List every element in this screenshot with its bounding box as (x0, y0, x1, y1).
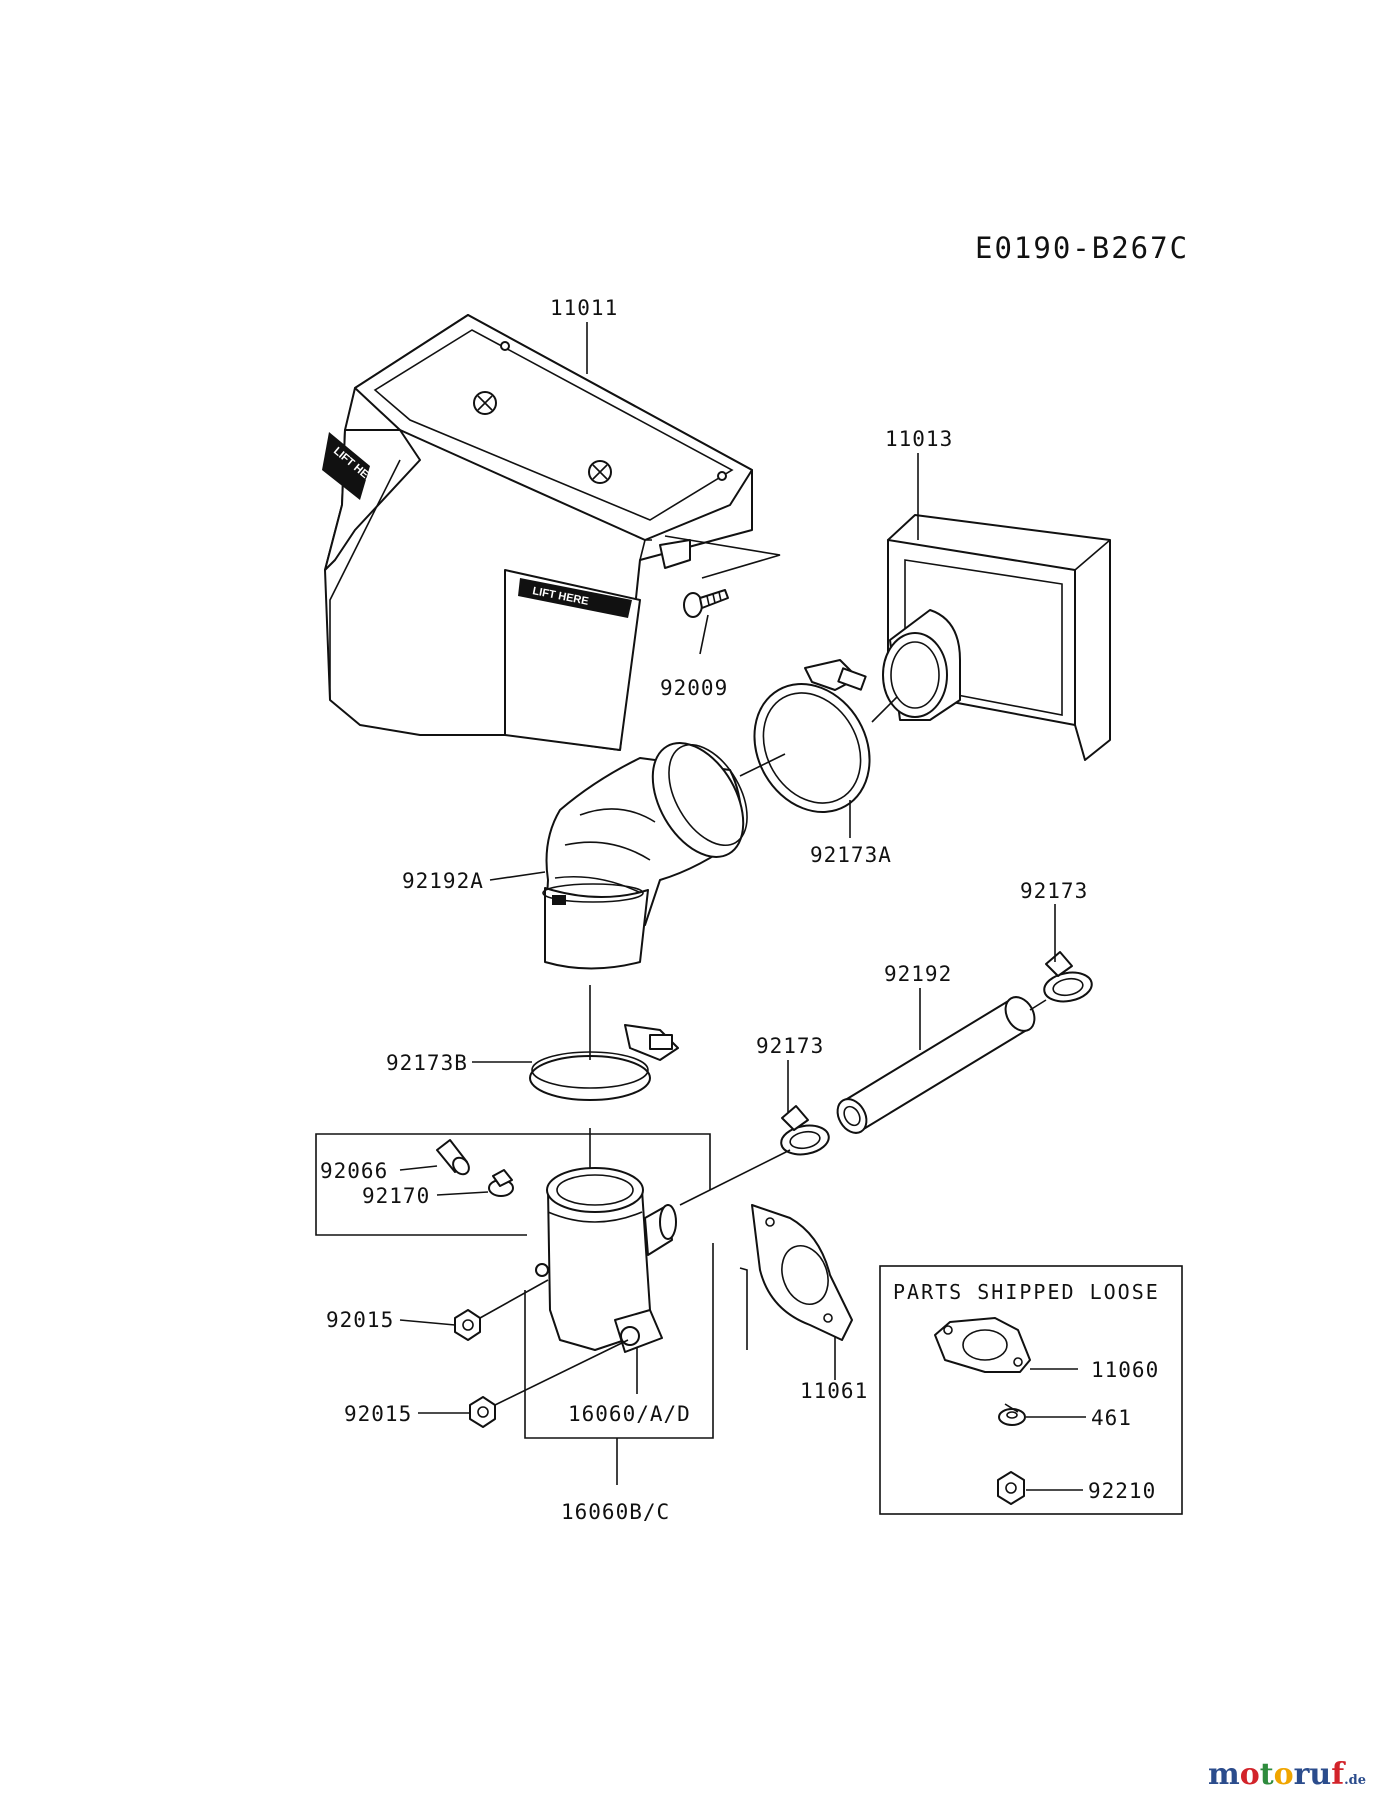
part-labels: 11011 11013 92009 92173A 92192A 92173 92… (320, 296, 1088, 1524)
gasket-11060 (934, 1317, 1031, 1373)
diagram-code: E0190-B267C (975, 231, 1189, 265)
label-92015-a: 92015 (326, 1308, 394, 1332)
label-461: 461 (1091, 1406, 1132, 1430)
label-92170: 92170 (362, 1184, 430, 1208)
label-16060AD: 16060/A/D (568, 1402, 691, 1426)
label-16060BC: 16060B/C (561, 1500, 670, 1524)
label-92173B: 92173B (386, 1051, 468, 1075)
label-11013: 11013 (885, 427, 953, 451)
label-11060: 11060 (1091, 1358, 1159, 1382)
label-92173-mid: 92173 (756, 1034, 824, 1058)
label-92173-top: 92173 (1020, 879, 1088, 903)
hose-clamp-92173A (753, 659, 871, 813)
air-filter-element-11013 (882, 514, 1111, 761)
wm-letter-o1: o (1239, 1757, 1260, 1792)
label-11061: 11061 (800, 1379, 868, 1403)
straight-hose-92192 (836, 996, 1036, 1134)
label-11011: 11011 (550, 296, 618, 320)
parts-shipped-loose-box: PARTS SHIPPED LOOSE 11060 461 92210 (879, 1265, 1183, 1515)
wm-letter-m: m (1207, 1757, 1240, 1792)
wm-suffix: .de (1344, 1773, 1366, 1788)
clip-92170 (488, 1169, 514, 1197)
inlet-pipe-16060 (535, 1167, 677, 1353)
nut-92015-a (454, 1309, 481, 1341)
small-clamp-92173-mid (780, 1105, 830, 1156)
hose-clamp-92173B (529, 1024, 679, 1101)
wm-letter-r: r (1293, 1757, 1310, 1792)
small-clamp-92173-top (1043, 951, 1093, 1003)
nut-92210 (997, 1471, 1025, 1505)
label-92015-b: 92015 (344, 1402, 412, 1426)
nut-92015-b (469, 1396, 496, 1428)
label-92173A: 92173A (810, 843, 892, 867)
wm-letter-u: u (1309, 1757, 1332, 1792)
elbow-hose-92192A (542, 742, 748, 970)
wm-letter-t: t (1259, 1757, 1274, 1792)
air-cleaner-cover-11011: LIFT HERE LIFT HERE (322, 314, 753, 751)
washer-461 (998, 1403, 1026, 1426)
motoruf-watermark-logo: motoruf.de (1208, 1757, 1366, 1792)
wm-letter-o2: o (1273, 1757, 1294, 1792)
label-92210: 92210 (1088, 1479, 1156, 1503)
plug-92066 (436, 1139, 470, 1176)
label-92192: 92192 (884, 962, 952, 986)
label-92009: 92009 (660, 676, 728, 700)
gasket-11061 (751, 1204, 853, 1341)
label-92066: 92066 (320, 1159, 388, 1183)
label-92192A: 92192A (402, 869, 484, 893)
loose-box-title: PARTS SHIPPED LOOSE (893, 1280, 1160, 1304)
leader-lines (399, 322, 1056, 1414)
screw-92009 (683, 589, 729, 618)
group-bracket (315, 1133, 714, 1485)
wm-letter-f: f (1331, 1757, 1345, 1792)
